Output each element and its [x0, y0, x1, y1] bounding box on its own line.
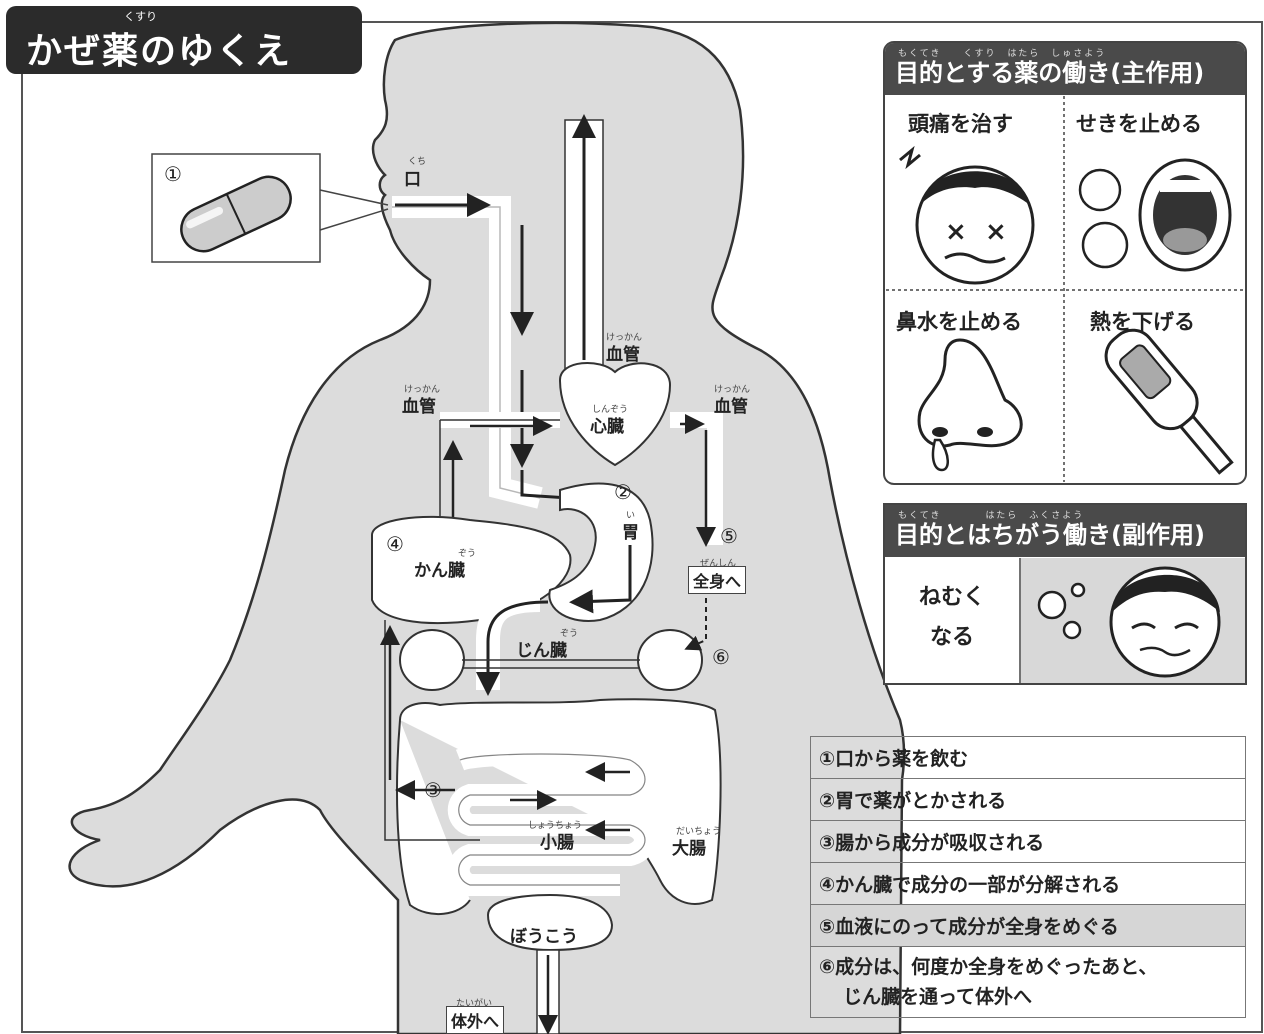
main-effect-header-text: 目的とする薬の働き(主作用): [895, 59, 1205, 87]
vessel-top-label: 血管: [606, 345, 640, 365]
vessel-top-ruby: けっかん: [606, 333, 643, 343]
marker-5: ⑤: [720, 524, 738, 548]
step-1: ①口から薬を飲む: [810, 736, 1246, 779]
marker-1: ①: [164, 162, 182, 186]
large-intestine-ruby: だいちょう: [676, 827, 722, 837]
stomach-organ: [548, 482, 654, 622]
step-row-highlighted: ⑤血液にのって成分が全身をめぐる: [810, 904, 1246, 947]
mouth-label: 口: [404, 170, 421, 190]
heart-label: 心臓: [590, 417, 624, 437]
step-row: ②胃で薬がとかされる: [810, 778, 1246, 821]
flow-arrow-stomach-out: [569, 545, 632, 614]
vessel-left-label: 血管: [402, 397, 436, 417]
esophagus: [392, 196, 543, 509]
effect-headache-label: 頭痛を治す: [908, 112, 1013, 136]
marker-4: ④: [386, 532, 404, 556]
step-6-line2: じん臓を通って体外へ: [843, 986, 1033, 1008]
step-row: ①口から薬を飲む: [810, 736, 1246, 779]
large-intestine-label: 大腸: [672, 839, 706, 859]
title-ruby: くすり: [124, 10, 157, 23]
side-effect-header-text: 目的とはちがう働き(副作用): [895, 521, 1205, 549]
side-effect-label: ねむく なる: [886, 578, 1018, 658]
flow-arrow-to-intestine: [476, 600, 549, 696]
effect-cough-label: せきを止める: [1076, 112, 1202, 136]
kidney-label: じん臓: [516, 641, 567, 661]
step-row: ③腸から成分が吸収される: [810, 820, 1246, 863]
marker-2: ②: [614, 480, 632, 504]
step-3: ③腸から成分が吸収される: [810, 820, 1246, 863]
small-intestine-ruby: しょうちょう: [528, 821, 583, 831]
cough-mouth-icon: [1078, 158, 1232, 272]
small-intestine-label: 小腸: [540, 833, 574, 853]
effect-nose-label: 鼻水を止める: [896, 310, 1022, 334]
sleepy-face-icon: [1037, 566, 1221, 678]
outside-ruby: たいがい: [456, 999, 493, 1009]
mouth-ruby: くち: [408, 157, 427, 167]
right-kidney: [637, 629, 703, 691]
whole-body-label: 全身へ: [688, 566, 747, 594]
heart-ruby: しんぞう: [592, 405, 629, 415]
marker-6: ⑥: [712, 645, 730, 669]
vessel-left-ruby: けっかん: [404, 385, 441, 395]
marker-3: ③: [424, 778, 442, 802]
step-5: ⑤血液にのって成分が全身をめぐる: [810, 904, 1246, 947]
step-4: ④かん臓で成分の一部が分解される: [810, 862, 1246, 905]
stomach-label: 胃: [622, 523, 639, 543]
effect-fever-label: 熱を下げる: [1090, 310, 1195, 334]
side-effect-label-line2: なる: [929, 625, 974, 650]
stomach-ruby: い: [626, 511, 636, 521]
main-effect-header: 目的とする薬の働き(主作用): [885, 43, 1245, 95]
flow-arrow-to-kidney: [684, 580, 707, 651]
steps-table: ①口から薬を飲む ②胃で薬がとかされる ③腸から成分が吸収される ④かん臓で成分…: [810, 736, 1246, 1018]
outside-label: 体外へ: [446, 1006, 505, 1034]
step-6-line1: ⑥成分は、何度か全身をめぐったあと、: [819, 956, 1158, 978]
step-row: ⑥成分は、何度か全身をめぐったあと、 じん臓を通って体外へ: [810, 946, 1246, 1018]
side-effect-header: 目的とはちがう働き(副作用): [885, 505, 1245, 557]
liver-ruby: ぞう: [458, 549, 477, 559]
page-title: かぜ薬のゆくえ: [26, 31, 293, 72]
capsule-icon: [180, 175, 292, 253]
vessel-right-ruby: けっかん: [714, 385, 751, 395]
step-row: ④かん臓で成分の一部が分解される: [810, 862, 1246, 905]
bladder-label: ぼうこう: [510, 927, 578, 947]
liver-label: かん臓: [414, 561, 465, 581]
vessel-right-label: 血管: [714, 397, 748, 417]
svg-text:×: ×: [985, 217, 1007, 247]
left-kidney: [399, 629, 465, 691]
heart-organ: [558, 361, 672, 467]
headache-icon: × ×: [899, 145, 1035, 285]
step-2: ②胃で薬がとかされる: [810, 778, 1246, 821]
kidney-ruby: ぞう: [560, 629, 579, 639]
bladder-organ: [486, 893, 614, 952]
whole-body-ruby: ぜんしん: [700, 559, 737, 569]
runny-nose-icon: [917, 338, 1023, 472]
main-effect-header-ruby: もくてき くすり はたら しゅさよう: [898, 49, 1107, 59]
svg-text:×: ×: [945, 217, 967, 247]
thermometer-icon: [1104, 328, 1234, 475]
side-effect-label-line1: ねむく: [918, 585, 985, 610]
title-box: くすり かぜ薬のゆくえ: [6, 6, 362, 74]
side-effect-header-ruby: もくてき はたら ふくさよう: [898, 511, 1085, 521]
step-6: ⑥成分は、何度か全身をめぐったあと、 じん臓を通って体外へ: [810, 946, 1246, 1018]
